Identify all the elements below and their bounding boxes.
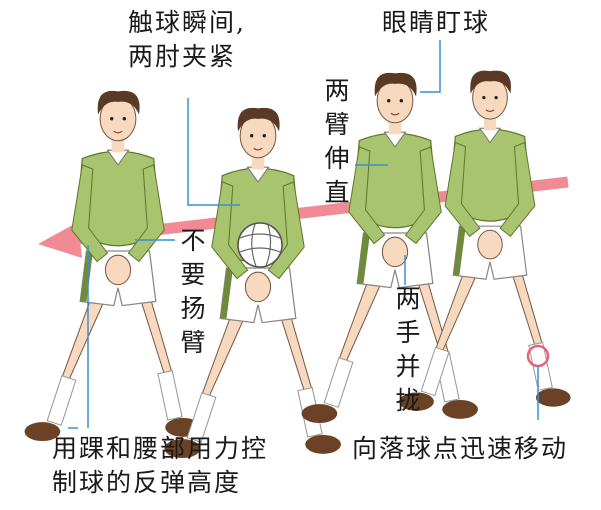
label-move-to-landing: 向落球点迅速移动 [352,434,569,463]
label-control-rebound: 用踝和腰部用力控 制球的反弹高度 [52,434,269,497]
player-figure-1 [23,90,202,442]
leader-lines [68,40,539,429]
volleyball-icon [237,222,283,268]
label-eyes-on-ball: 眼睛盯球 [382,8,491,37]
label-hands-together: 两 手 并 拢 [395,284,421,415]
label-contact-moment: 触球瞬间, 两肘夹紧 [128,8,246,71]
label-arms-straight: 两 臂 伸 直 [324,76,350,207]
label-no-raise-arms: 不 要 扬 臂 [180,226,206,357]
